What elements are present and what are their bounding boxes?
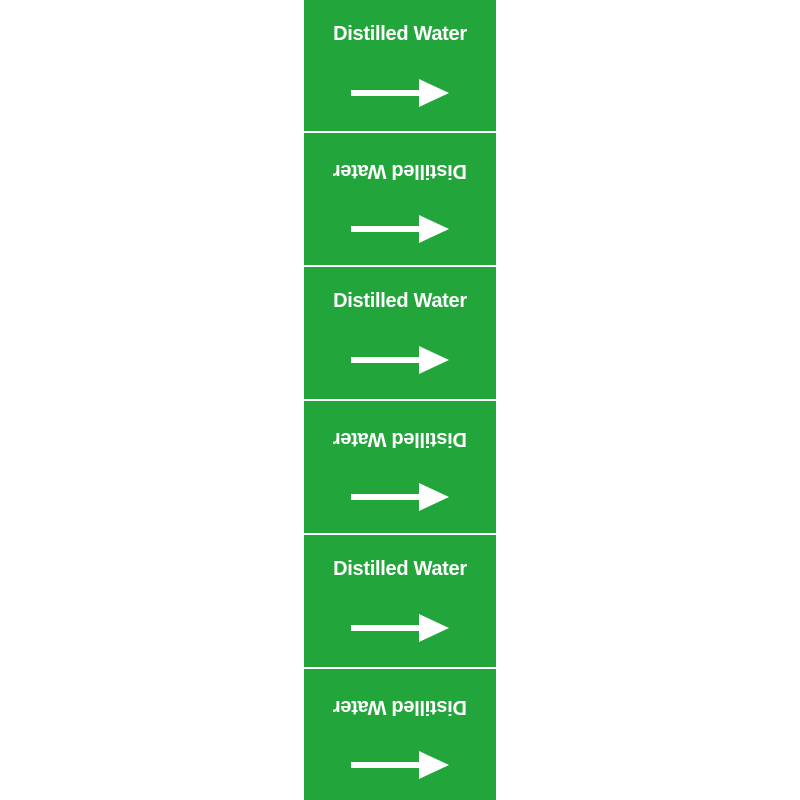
label-text: Distilled Water <box>333 696 467 718</box>
right-arrow-icon <box>351 79 449 107</box>
label-text: Distilled Water <box>333 558 467 580</box>
right-arrow-icon <box>351 215 449 243</box>
pipe-marker-label: Distilled Water <box>304 401 496 533</box>
right-arrow-icon <box>351 346 449 374</box>
label-text: Distilled Water <box>333 290 467 312</box>
pipe-marker-strip: Distilled Water Distilled Water Distille… <box>304 0 496 800</box>
right-arrow-icon <box>351 483 449 511</box>
label-text: Distilled Water <box>333 160 467 182</box>
pipe-marker-label: Distilled Water <box>304 0 496 131</box>
label-text: Distilled Water <box>333 428 467 450</box>
right-arrow-icon <box>351 751 449 779</box>
pipe-marker-label: Distilled Water <box>304 535 496 667</box>
label-text: Distilled Water <box>333 23 467 45</box>
pipe-marker-label: Distilled Water <box>304 133 496 265</box>
pipe-marker-label: Distilled Water <box>304 669 496 800</box>
pipe-marker-label: Distilled Water <box>304 267 496 399</box>
right-arrow-icon <box>351 614 449 642</box>
